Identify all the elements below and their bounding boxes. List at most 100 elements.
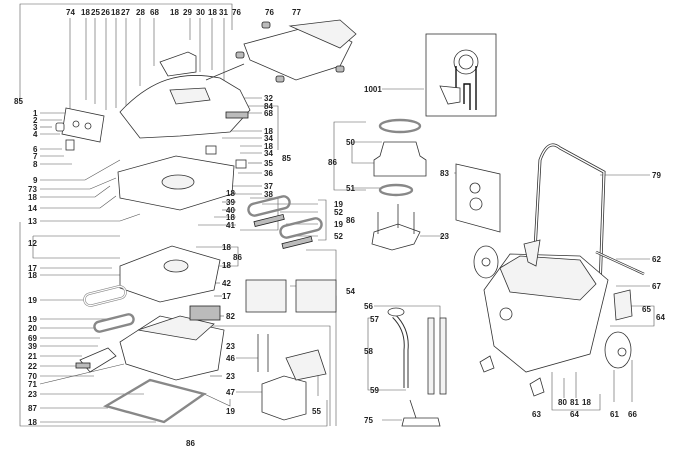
part-label: 71 — [28, 380, 37, 389]
part-handle — [159, 51, 197, 77]
part-label: 83 — [440, 169, 449, 178]
part-label: 18 — [81, 8, 90, 17]
part-label: 34 — [264, 134, 273, 143]
part-motor-mount — [371, 223, 421, 251]
part-label: 17 — [28, 264, 37, 273]
part-label: 21 — [28, 352, 37, 361]
part-label: 17 — [222, 292, 231, 301]
part-label: 28 — [136, 8, 145, 17]
part-label: 64 — [656, 313, 665, 322]
part-label: 18 — [226, 189, 235, 198]
part-label: 1001 — [364, 85, 382, 94]
part-label: 23 — [226, 372, 235, 381]
part-label: 64 — [570, 410, 579, 419]
part-label: 67 — [652, 282, 661, 291]
part-label: 18 — [222, 261, 231, 270]
part-label: 63 — [532, 410, 541, 419]
part-label: 18 — [28, 418, 37, 427]
part-label: 18 — [582, 398, 591, 407]
part-label: 76 — [265, 8, 274, 17]
part-label: 51 — [346, 184, 355, 193]
part-extension-tube — [427, 317, 435, 395]
part-label: 86 — [346, 216, 355, 225]
part-label: 19 — [28, 296, 37, 305]
part-label: 27 — [121, 8, 130, 17]
part-label: 12 — [28, 239, 37, 248]
part-label: 35 — [264, 159, 273, 168]
part-label: 55 — [312, 407, 321, 416]
part-label: 54 — [346, 287, 355, 296]
part-label: 18 — [28, 193, 37, 202]
part-label: 39 — [28, 342, 37, 351]
part-label: 40 — [226, 206, 235, 215]
part-label: 73 — [28, 185, 37, 194]
part-label: 4 — [33, 130, 38, 139]
part-label: 20 — [28, 324, 37, 333]
part-label: 18 — [264, 127, 273, 136]
part-label: 22 — [28, 362, 37, 371]
part-label: 56 — [364, 302, 373, 311]
part-label: 6 — [33, 145, 38, 154]
part-label: 84 — [264, 102, 273, 111]
part-label: 36 — [264, 169, 273, 178]
part-label: 23 — [28, 390, 37, 399]
part-label: 37 — [264, 182, 273, 191]
part-label: 58 — [364, 347, 373, 356]
part-label: 14 — [28, 204, 37, 213]
part-label: 85 — [14, 97, 23, 106]
part-label: 69 — [28, 334, 37, 343]
part-label: 7 — [33, 152, 38, 161]
part-label: 75 — [364, 416, 373, 425]
part-label: 8 — [33, 160, 38, 169]
part-label: 38 — [264, 190, 273, 199]
part-extension-tube — [439, 317, 447, 395]
part-floor-nozzle — [401, 417, 441, 427]
part-label: 23 — [440, 232, 449, 241]
part-label: 18 — [222, 243, 231, 252]
part-label: 30 — [196, 8, 205, 17]
part-label: 52 — [334, 232, 343, 241]
part-switch-panel — [61, 107, 105, 143]
part-label: 80 — [558, 398, 567, 407]
wiring-inset-frame — [425, 33, 497, 117]
part-label: 39 — [226, 198, 235, 207]
part-label: 18 — [208, 8, 217, 17]
part-label: 86 — [186, 439, 195, 448]
part-label: 3 — [33, 123, 38, 132]
part-label: 31 — [219, 8, 228, 17]
part-label: 87 — [28, 404, 37, 413]
part-label: 86 — [233, 253, 242, 262]
part-label: 41 — [226, 221, 235, 230]
part-base-gasket — [102, 378, 207, 424]
part-label: 79 — [652, 171, 661, 180]
part-label: 1 — [33, 109, 38, 118]
part-label: 19 — [28, 315, 37, 324]
part-label: 32 — [264, 94, 273, 103]
part-label: 18 — [264, 142, 273, 151]
parts — [55, 19, 645, 427]
part-filter-cartridge — [295, 279, 337, 313]
part-label: 18 — [170, 8, 179, 17]
part-label: 19 — [226, 407, 235, 416]
part-dust-box — [261, 375, 307, 421]
part-label: 85 — [282, 154, 291, 163]
part-seal-ring — [378, 183, 414, 197]
part-label: 46 — [226, 354, 235, 363]
part-suction-hose — [392, 314, 409, 388]
part-label: 65 — [642, 305, 651, 314]
part-label: 68 — [150, 8, 159, 17]
part-label: 50 — [346, 138, 355, 147]
part-label: 82 — [226, 312, 235, 321]
part-label: 2 — [33, 116, 38, 125]
part-label: 18 — [28, 271, 37, 280]
part-label: 23 — [226, 342, 235, 351]
part-seal-ring — [378, 118, 422, 134]
part-label: 68 — [264, 109, 273, 118]
part-label: 62 — [652, 255, 661, 264]
part-motor — [373, 141, 427, 177]
part-label: 59 — [370, 386, 379, 395]
part-label: 76 — [232, 8, 241, 17]
part-filter-cartridge — [245, 279, 287, 313]
part-label: 25 — [91, 8, 100, 17]
part-motor-carrier — [119, 245, 221, 303]
